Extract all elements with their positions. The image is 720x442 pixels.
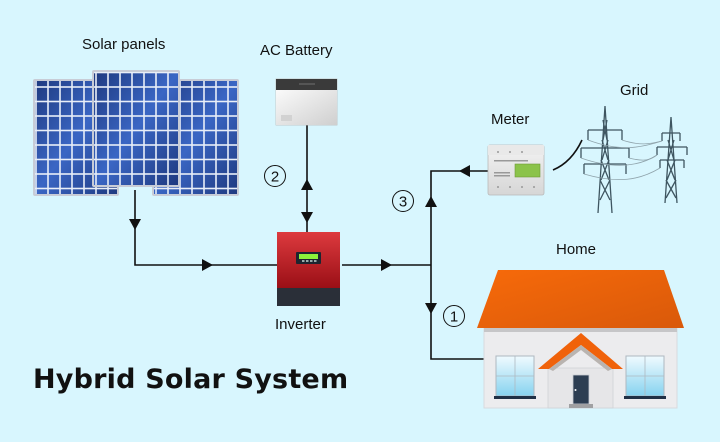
grid-label: Grid: [620, 82, 649, 99]
flow-marker-2: 2: [264, 165, 286, 187]
meter-label: Meter: [491, 111, 530, 128]
arrow-down-home: [425, 303, 437, 314]
roof-icon: [477, 270, 684, 328]
flow-marker-1: 1: [443, 305, 465, 327]
ac-battery-label: AC Battery: [260, 42, 333, 59]
svg-text:3: 3: [399, 194, 407, 211]
line-meter-to-grid: [552, 139, 583, 171]
grid-pylons-icon: [580, 105, 688, 214]
arrow-down-panels: [129, 219, 141, 230]
home-icon: [477, 270, 684, 409]
arrows: [129, 165, 470, 314]
flow-marker-3: 3: [392, 190, 414, 212]
arrow-down-battery: [301, 212, 313, 223]
solar-panels-label: Solar panels: [82, 36, 166, 53]
arrow-up-battery: [301, 179, 313, 190]
solar-panels-icon: [33, 70, 239, 196]
arrow-left-from-meter: [459, 165, 470, 177]
arrow-right-from-inverter: [381, 259, 392, 271]
meter-icon: [487, 144, 545, 196]
solar-panel-center: [92, 70, 180, 187]
line-meter-to-junction: [430, 170, 488, 360]
window-right-icon: [624, 355, 666, 399]
page-title: Hybrid Solar System: [33, 364, 349, 395]
svg-text:1: 1: [450, 309, 458, 326]
inverter-icon: [277, 232, 340, 306]
svg-text:2: 2: [271, 169, 279, 186]
window-left-icon: [494, 355, 536, 399]
pylon-large: [580, 105, 630, 214]
arrow-right-to-inverter: [202, 259, 213, 271]
line-panels-to-inverter: [134, 190, 278, 266]
ac-battery-body: [276, 90, 337, 125]
arrow-up-grid: [425, 196, 437, 207]
inverter-label: Inverter: [275, 316, 326, 333]
power-wires: [580, 139, 663, 181]
pylon-small: [656, 116, 688, 204]
home-label: Home: [556, 241, 597, 258]
